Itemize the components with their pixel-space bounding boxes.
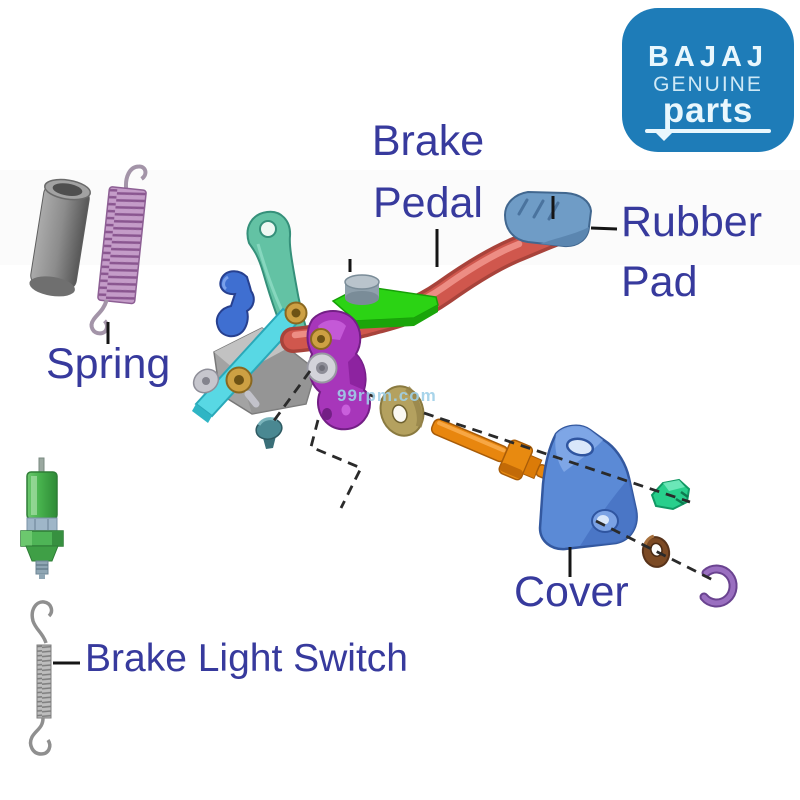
switch-spring-part: [28, 600, 54, 756]
pivot-bolt-part: [430, 418, 554, 481]
label-brake-pedal-line1: Brake: [371, 117, 485, 165]
label-brake-light-switch: Brake Light Switch: [85, 637, 408, 680]
flat-washer-part: [379, 385, 425, 437]
dashed-guide-line: [309, 419, 363, 509]
circlip-part: [699, 564, 738, 608]
rubber-pad-leader-line: [590, 226, 618, 231]
bar-end-fasteners: [192, 366, 260, 408]
bajaj-wordmark: BAJAJ: [647, 41, 769, 73]
pivot-bracket-part: [306, 310, 371, 431]
label-spring: Spring: [46, 340, 171, 388]
label-rubber-pad: Rubber Pad: [621, 192, 762, 312]
brake-light-switch-part: [20, 457, 64, 579]
logo-underline: [645, 129, 771, 141]
label-brake-pedal: Brake Pedal: [347, 110, 509, 234]
spacer-washer-part: [641, 534, 671, 568]
label-rubber-pad-line1: Rubber: [621, 198, 763, 246]
logo-genuine-text: GENUINE: [653, 73, 763, 96]
dashed-guide-line: [595, 519, 714, 582]
dashed-guide-line: [423, 411, 691, 504]
label-brake-pedal-line2: Pedal: [373, 179, 483, 227]
dashed-guide-line: [271, 370, 312, 423]
label-cover: Cover: [514, 568, 629, 616]
watermark-text: 99rpm.com: [337, 386, 437, 405]
gold-bushing-part: [284, 301, 308, 325]
screw-part: [255, 417, 283, 449]
logo-parts-text: parts: [662, 91, 754, 130]
rubber-pad-part: [503, 190, 593, 248]
cover-part: [538, 424, 638, 551]
cap-grommet-part: [344, 259, 380, 305]
return-spring-part: [89, 164, 148, 336]
label-rubber-pad-line2: Pad: [621, 258, 698, 306]
logo-triangle-icon: [655, 132, 673, 141]
blue-clip-part: [215, 270, 255, 338]
bajaj-logo: BAJAJ GENUINE parts: [622, 8, 794, 152]
rubber-sleeve-part: [29, 178, 92, 297]
